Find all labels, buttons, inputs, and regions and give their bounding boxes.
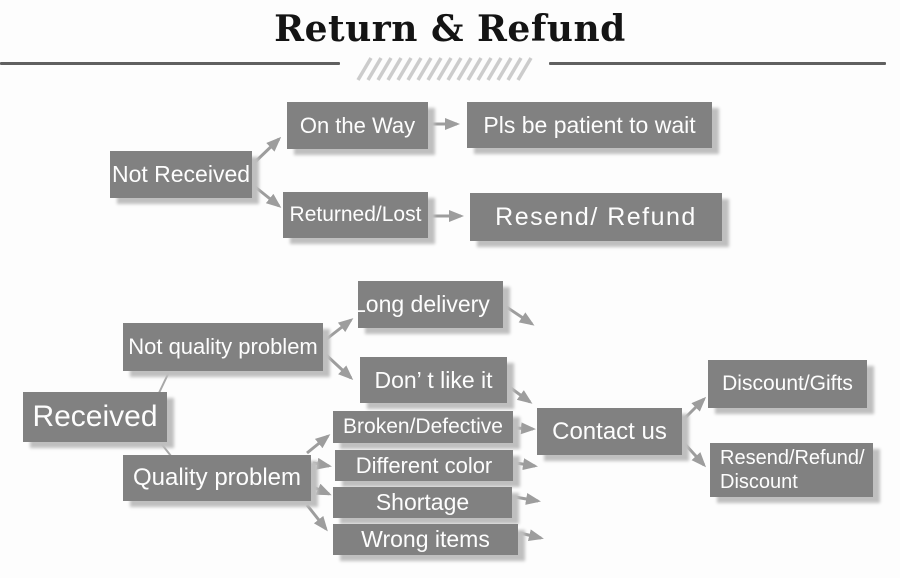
arrow-notquality-dontlike bbox=[322, 351, 354, 381]
arrow-notquality-longdelivery bbox=[323, 318, 354, 343]
node-long-delivery: Long delivery bbox=[358, 281, 503, 328]
node-resend-refund: Resend/ Refund bbox=[470, 193, 722, 241]
arrow-contact-discountgifts bbox=[682, 396, 707, 421]
arrow-different-out bbox=[515, 458, 538, 471]
arrow-broken-contact bbox=[515, 422, 536, 435]
arrow-contact-resendrefunddiscount bbox=[682, 441, 707, 468]
node-quality-problem: Quality problem bbox=[123, 455, 311, 501]
title-hatch-marks bbox=[356, 57, 533, 81]
arrow-quality-broken bbox=[306, 434, 331, 455]
node-returned-lost: Returned/Lost bbox=[283, 192, 428, 238]
arrow-notreceived-ontheway bbox=[252, 136, 282, 165]
arrow-dontlike-contact bbox=[507, 384, 533, 404]
node-discount-gifts: Discount/Gifts bbox=[708, 360, 867, 408]
node-wrong-items: Wrong items bbox=[333, 524, 518, 555]
arrow-quality-shortage bbox=[312, 483, 332, 496]
node-contact-us: Contact us bbox=[537, 408, 682, 455]
arrow-shortage-out bbox=[514, 493, 541, 505]
node-on-the-way: On the Way bbox=[287, 102, 428, 149]
arrow-longdelivery-out bbox=[504, 304, 535, 326]
node-resend-refund-discount: Resend/Refund/ Discount bbox=[710, 443, 873, 497]
node-not-quality-problem: Not quality problem bbox=[123, 323, 323, 371]
node-dont-like-it: Don’ t like it bbox=[360, 357, 507, 403]
arrow-wrongitems-out bbox=[519, 529, 544, 542]
line-received-quality bbox=[159, 441, 172, 457]
arrow-quality-different bbox=[312, 457, 332, 470]
title-rule-right bbox=[549, 62, 886, 65]
title-rule-left bbox=[0, 62, 340, 65]
node-received: Received bbox=[23, 392, 167, 442]
node-pls-be-patient-to-wait: Pls be patient to wait bbox=[467, 102, 712, 148]
line-notquality-received bbox=[157, 371, 170, 396]
arrow-notreceived-returnedlost bbox=[253, 184, 282, 208]
node-broken-defective: Broken/Defective bbox=[333, 411, 513, 443]
node-different-color: Different color bbox=[335, 450, 513, 481]
node-shortage: Shortage bbox=[333, 487, 512, 518]
page-title: Return & Refund bbox=[274, 8, 626, 50]
arrow-quality-wrongitems bbox=[305, 504, 328, 532]
node-not-received: Not Received bbox=[110, 151, 252, 198]
